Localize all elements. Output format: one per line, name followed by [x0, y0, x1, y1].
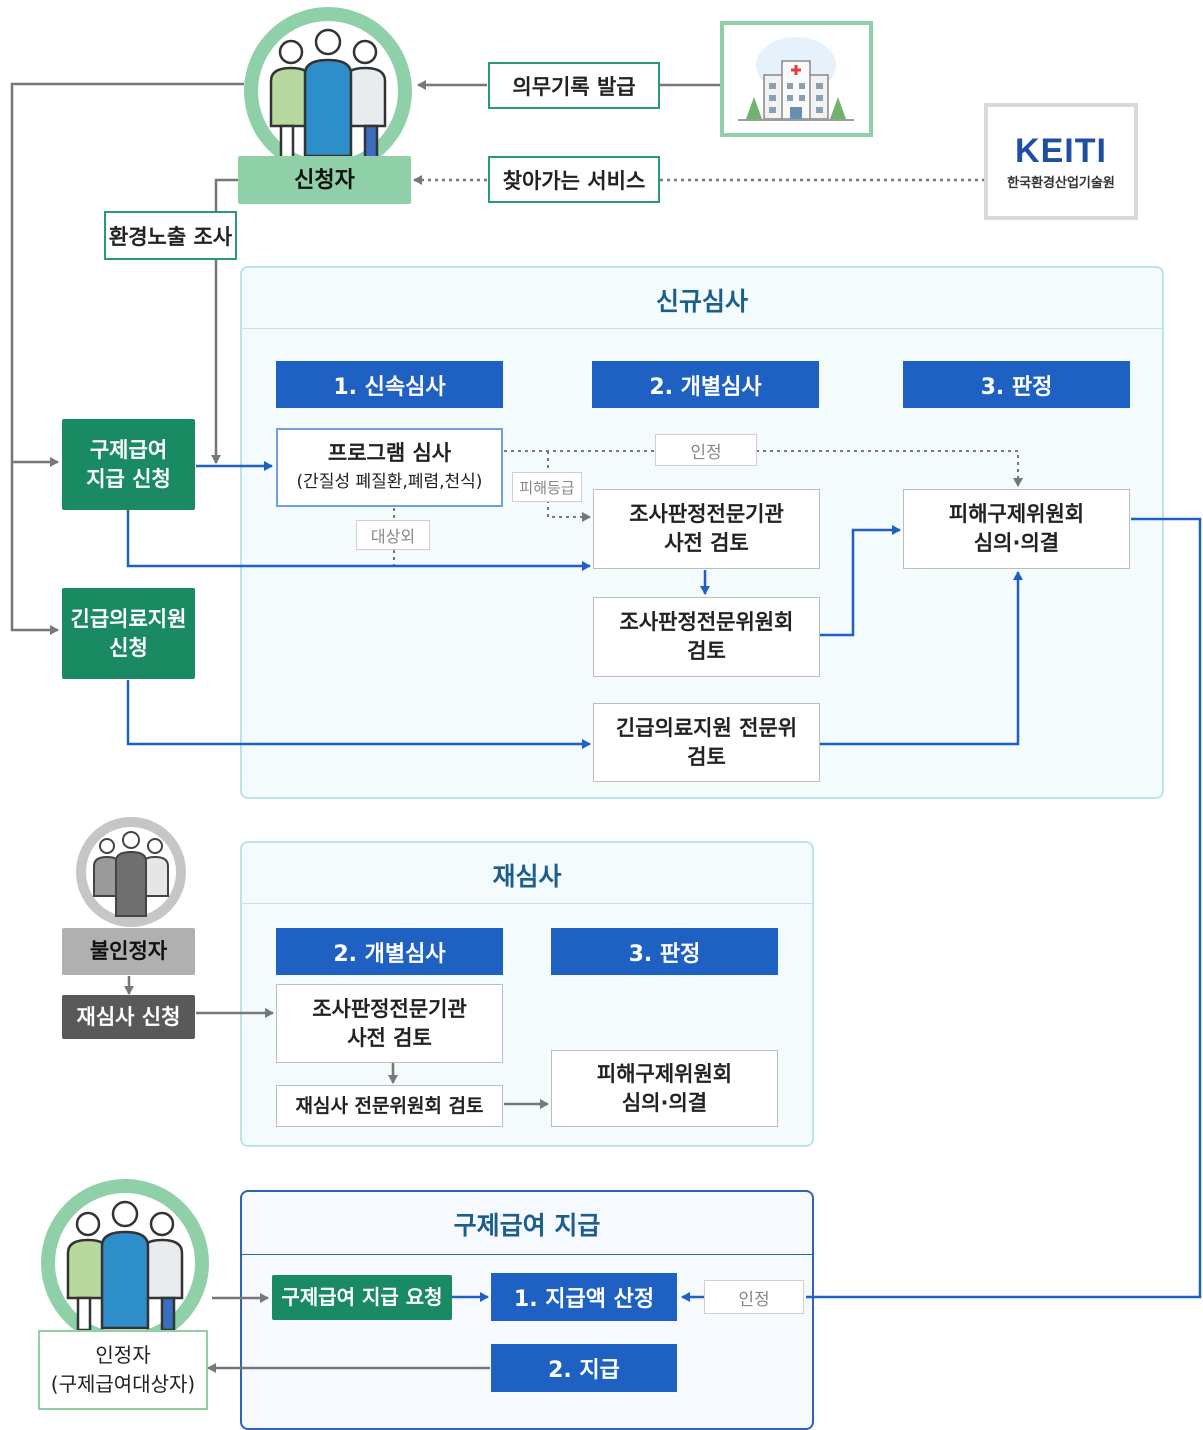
- re-agency-pre-review: 조사판정전문기관 사전 검토: [276, 984, 503, 1063]
- keiti-logo-box: KEITI 한국환경산업기술원: [984, 103, 1138, 220]
- program-review-box: 프로그램 심사 (간질성 폐질환,폐렴,천식): [276, 428, 503, 507]
- line-committee-to-decision: [820, 525, 901, 637]
- new-step3-header: 3. 판정: [903, 361, 1130, 408]
- new-committee-line2: 검토: [687, 639, 726, 663]
- applicant-avatar: [243, 6, 413, 176]
- program-review-scope: (간질성 폐질환,폐렴,천식): [296, 471, 483, 492]
- environmental-exposure-survey: 환경노출 조사: [104, 211, 237, 260]
- payment-title: 구제급여 지급: [453, 1211, 601, 1240]
- line-relief-to-agency: [126, 510, 591, 571]
- applicant-label: 신청자: [238, 156, 411, 204]
- payment-divider: [242, 1254, 812, 1255]
- emergency-review-line2: 검토: [687, 744, 726, 769]
- line-emergency-to-review: [126, 680, 591, 749]
- new-decision-box: 피해구제위원회 심의·의결: [903, 489, 1130, 569]
- new-step1-header: 1. 신속심사: [276, 361, 503, 408]
- re-decision-line1: 피해구제위원회: [596, 1061, 733, 1086]
- line-emergency-review-to-decision: [820, 571, 1023, 746]
- emergency-committee-review: 긴급의료지원 전문위 검토: [593, 703, 820, 782]
- new-agency-line1: 조사판정전문기관: [629, 502, 784, 526]
- approved-person-label: 인정자 (구제급여대상자): [38, 1330, 208, 1410]
- line-decision-to-payment: [806, 517, 1202, 1299]
- hospital-icon: [720, 21, 873, 137]
- new-committee-review: 조사판정전문위원회 검토: [593, 597, 820, 677]
- line-applicant-down: [211, 178, 238, 464]
- visiting-service: 찾아가는 서비스: [488, 156, 660, 203]
- re-step3-header: 3. 판정: [551, 928, 778, 975]
- re-agency-line1: 조사판정전문기관: [312, 996, 467, 1021]
- new-committee-line1: 조사판정전문위원회: [619, 610, 794, 634]
- emergency-apply-line2: 신청: [109, 635, 148, 660]
- label-approved-payment: 인정: [704, 1280, 804, 1314]
- program-review-title: 프로그램 심사: [327, 440, 452, 465]
- rejected-person-label: 불인정자: [62, 928, 195, 975]
- line-program-approved-dotted: [504, 450, 1023, 487]
- new-review-divider: [242, 328, 1162, 329]
- label-approved-new: 인정: [655, 434, 757, 466]
- new-agency-pre-review: 조사판정전문기관 사전 검토: [593, 489, 820, 569]
- line-applicant-left-loop: [10, 82, 244, 635]
- new-review-title: 신규심사: [655, 287, 748, 316]
- approved-avatar: [40, 1178, 210, 1348]
- re-committee-review: 재심사 전문위원회 검토: [276, 1085, 503, 1127]
- payment-amount-calculation: 1. 지급액 산정: [491, 1273, 677, 1321]
- payment-disbursement: 2. 지급: [491, 1344, 677, 1392]
- relief-apply-line2: 지급 신청: [86, 466, 171, 491]
- approved-line1: 인정자: [95, 1343, 151, 1367]
- keiti-logo: KEITI: [1015, 132, 1107, 170]
- new-step2-header: 2. 개별심사: [592, 361, 819, 408]
- emergency-review-line1: 긴급의료지원 전문위: [615, 715, 798, 740]
- re-review-title: 재심사: [492, 862, 562, 891]
- new-decision-line2: 심의·의결: [973, 531, 1060, 555]
- relief-benefit-application: 구제급여 지급 신청: [62, 419, 195, 510]
- new-decision-line1: 피해구제위원회: [948, 502, 1085, 526]
- new-agency-line2: 사전 검토: [664, 531, 749, 555]
- re-agency-line2: 사전 검토: [347, 1025, 432, 1050]
- approved-line2: (구제급여대상자): [50, 1372, 196, 1396]
- rejected-avatar: [75, 816, 187, 928]
- label-excluded: 대상외: [356, 520, 430, 550]
- re-decision-box: 피해구제위원회 심의·의결: [551, 1050, 778, 1127]
- re-step2-header: 2. 개별심사: [276, 928, 503, 975]
- medical-record-issuance: 의무기록 발급: [488, 62, 660, 109]
- emergency-apply-line1: 긴급의료지원: [70, 606, 187, 631]
- re-decision-line2: 심의·의결: [621, 1090, 708, 1115]
- emergency-medical-application: 긴급의료지원 신청: [62, 588, 195, 679]
- relief-apply-line1: 구제급여: [89, 437, 168, 462]
- label-damage-grade: 피해등급: [512, 472, 582, 502]
- keiti-name: 한국환경산업기술원: [1007, 176, 1115, 191]
- re-review-divider: [242, 903, 812, 904]
- re-review-application: 재심사 신청: [62, 995, 195, 1039]
- payment-request: 구제급여 지급 요청: [272, 1275, 452, 1320]
